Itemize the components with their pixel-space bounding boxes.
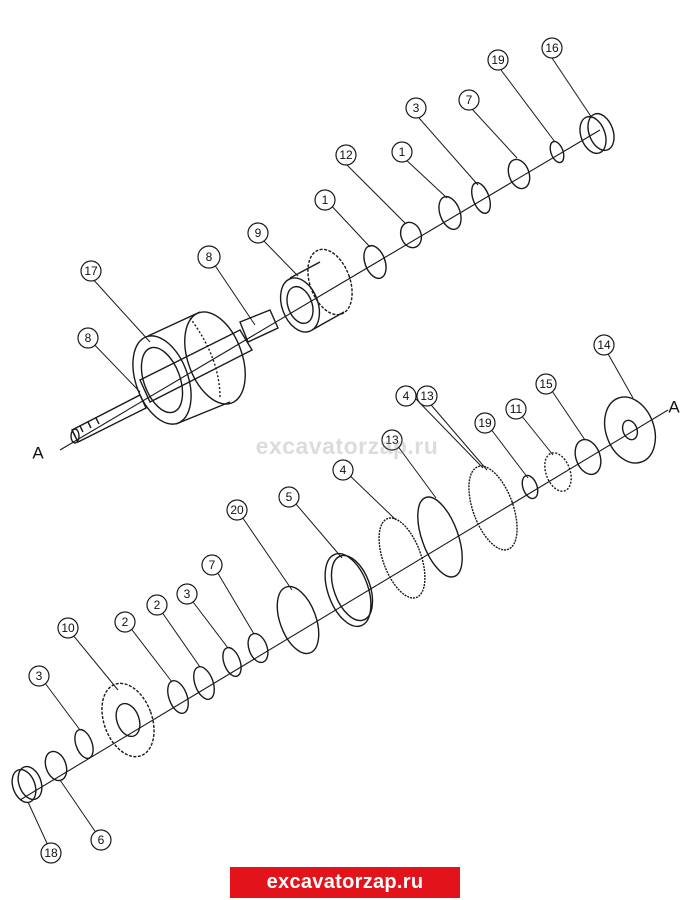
svg-text:6: 6 xyxy=(98,833,105,847)
svg-text:16: 16 xyxy=(545,41,559,55)
ring-15-part xyxy=(574,438,602,476)
snap-ring-19-lower-part xyxy=(521,474,539,500)
svg-text:1: 1 xyxy=(322,193,329,207)
svg-text:17: 17 xyxy=(84,264,98,278)
callout-6: 6 xyxy=(90,829,112,851)
callout-11: 11 xyxy=(505,398,527,420)
callout-20: 20 xyxy=(226,499,248,521)
svg-text:19: 19 xyxy=(478,416,492,430)
svg-text:14: 14 xyxy=(597,338,611,352)
callout-12: 12 xyxy=(335,144,357,166)
svg-text:4: 4 xyxy=(340,463,347,477)
svg-text:3: 3 xyxy=(413,101,420,115)
gear-9-part xyxy=(279,248,353,333)
svg-text:5: 5 xyxy=(286,490,293,504)
shaft-part xyxy=(70,309,279,444)
callout-2-left: 2 xyxy=(114,611,136,633)
ring-3-lowest-part xyxy=(74,728,94,760)
svg-text:2: 2 xyxy=(122,615,129,629)
callout-5: 5 xyxy=(278,486,300,508)
leader-lines xyxy=(27,57,634,853)
callout-8: 8 xyxy=(77,327,99,349)
svg-text:13: 13 xyxy=(420,389,434,403)
axis-letter-right: A xyxy=(668,398,680,417)
svg-text:13: 13 xyxy=(385,433,399,447)
disc-4-13-part xyxy=(468,465,518,551)
svg-text:15: 15 xyxy=(539,377,553,391)
svg-text:1: 1 xyxy=(399,145,406,159)
callout-7-lower: 7 xyxy=(201,554,223,576)
callout-1-upper: 1 xyxy=(391,141,413,163)
callout-13-lower: 13 xyxy=(381,429,403,451)
svg-text:19: 19 xyxy=(491,53,505,67)
svg-text:3: 3 xyxy=(36,669,43,683)
ring-12-part xyxy=(399,221,423,249)
site-banner[interactable]: excavatorzap.ru xyxy=(230,867,460,898)
hub-11-part xyxy=(544,452,572,492)
callout-8-highlighted: 8 xyxy=(197,245,221,269)
clutch-drum-part xyxy=(132,311,246,425)
svg-text:4: 4 xyxy=(403,389,410,403)
svg-text:2: 2 xyxy=(154,598,161,612)
bearing-2-right-part xyxy=(193,666,215,700)
plate-14-part xyxy=(603,396,657,464)
svg-text:11: 11 xyxy=(510,402,523,416)
svg-text:8: 8 xyxy=(206,250,213,264)
bearing-1-lower-part xyxy=(363,244,387,280)
washer-7-upper-part xyxy=(507,158,531,190)
callout-19-upper: 19 xyxy=(487,49,509,71)
callout-3-upper: 3 xyxy=(405,97,427,119)
bearing-2-left-part xyxy=(167,680,189,714)
axis-letter-left: A xyxy=(32,444,44,463)
disc-4-part xyxy=(378,517,426,599)
bearing-1-upper-part xyxy=(438,195,462,231)
washer-6-part xyxy=(44,750,68,782)
callout-1-lower: 1 xyxy=(314,189,336,211)
callout-18: 18 xyxy=(40,842,62,864)
lower-axis-line xyxy=(19,409,669,801)
callout-4-upper: 4 xyxy=(395,385,417,407)
gear-10-part xyxy=(101,682,155,758)
callout-4-lower: 4 xyxy=(332,459,354,481)
svg-text:7: 7 xyxy=(209,558,216,572)
svg-text:7: 7 xyxy=(466,93,473,107)
callout-9: 9 xyxy=(247,222,269,244)
callout-14: 14 xyxy=(593,334,615,356)
snap-ring-19-upper-part xyxy=(549,140,565,164)
callout-13-upper: 13 xyxy=(416,385,438,407)
callout-7-upper: 7 xyxy=(458,89,480,111)
callout-10: 10 xyxy=(57,617,79,639)
bearing-18-part xyxy=(11,765,43,804)
callout-15: 15 xyxy=(535,373,557,395)
callout-3-lowest: 3 xyxy=(28,665,50,687)
svg-text:8: 8 xyxy=(85,331,92,345)
ring-3-upper-part xyxy=(471,182,491,214)
snap-ring-20-part xyxy=(276,585,320,655)
ring-3-lower-part xyxy=(222,646,242,678)
svg-text:10: 10 xyxy=(61,621,75,635)
svg-text:9: 9 xyxy=(255,226,262,240)
callout-2-right: 2 xyxy=(146,594,168,616)
callout-17: 17 xyxy=(80,260,102,282)
svg-text:18: 18 xyxy=(44,846,58,860)
svg-text:12: 12 xyxy=(339,148,353,162)
bearing-16-part xyxy=(579,112,615,155)
washer-7-lower-part xyxy=(247,632,269,664)
plate-13-part xyxy=(417,496,463,578)
callout-19-lower: 19 xyxy=(474,412,496,434)
callout-16: 16 xyxy=(541,37,563,59)
svg-text:3: 3 xyxy=(184,587,191,601)
plate-5-part xyxy=(324,552,374,628)
svg-text:20: 20 xyxy=(230,503,244,517)
callout-3-lower: 3 xyxy=(176,583,198,605)
